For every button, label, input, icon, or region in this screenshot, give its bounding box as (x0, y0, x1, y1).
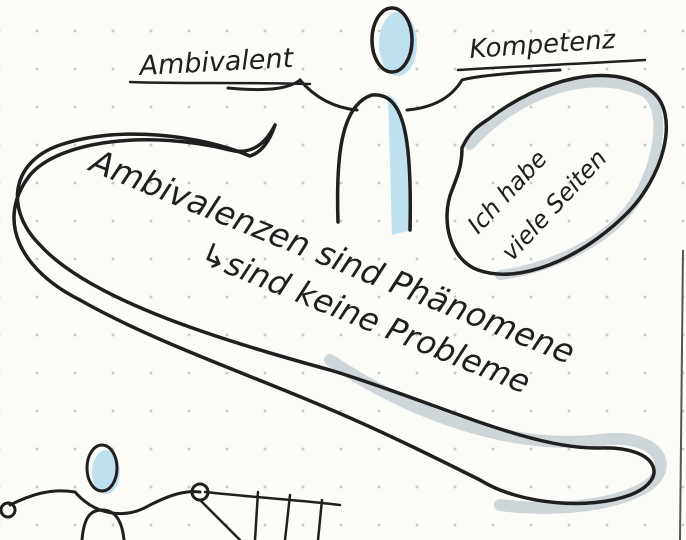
underline-ambivalent (130, 82, 310, 84)
bottom-node-left (1, 503, 15, 517)
label-ambivalent: Ambivalent (137, 43, 296, 82)
page-edge-line (680, 250, 683, 540)
bottom-grid-lines (200, 492, 340, 540)
speech-bubble-right (447, 75, 666, 274)
label-kompetenz: Kompetenz (468, 25, 617, 65)
